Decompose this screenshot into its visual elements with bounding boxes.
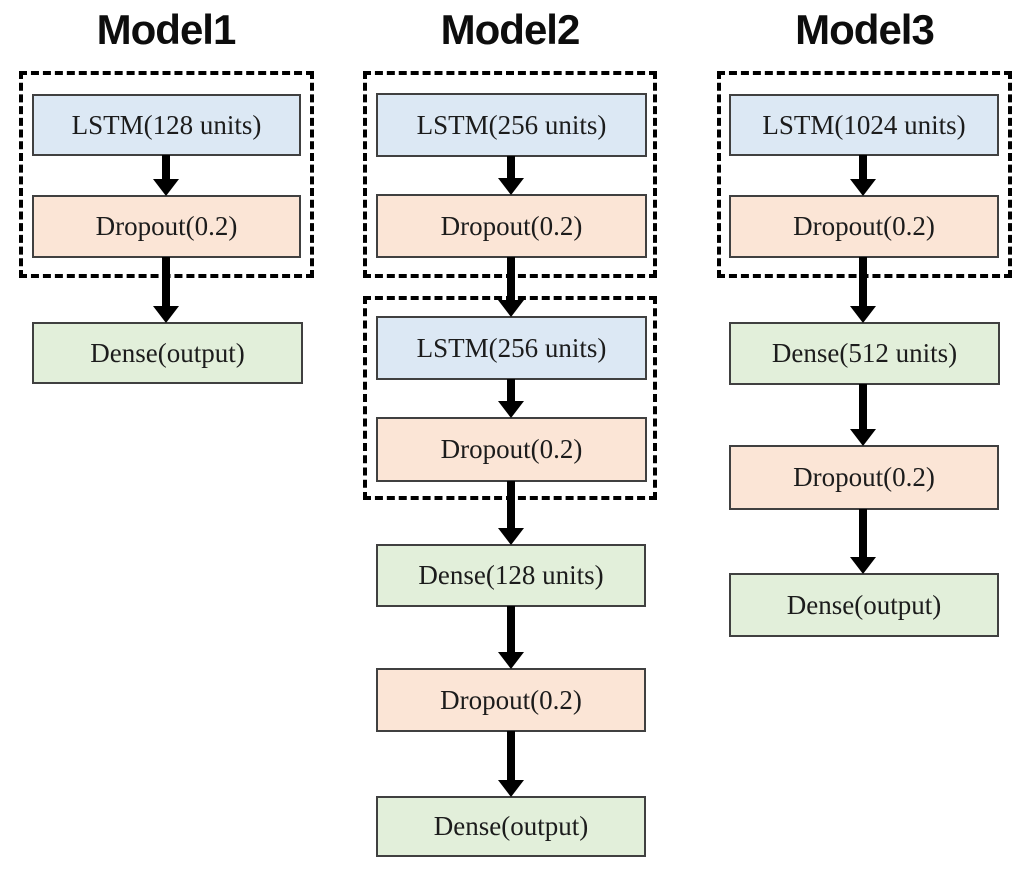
down-arrow [498,156,524,195]
arrow-head [850,179,876,196]
down-arrow [498,731,524,797]
model2-layer-dropout-2: Dropout(0.2) [376,417,647,482]
arrow-stem [507,481,515,528]
down-arrow [498,379,524,418]
model3-layer-lstm: LSTM(1024 units) [729,94,999,156]
model3-layer-dropout-1: Dropout(0.2) [729,195,999,258]
model3-title: Model3 [795,6,935,53]
arrow-stem [507,379,515,401]
arrow-head [850,557,876,574]
model1-title: Model1 [96,6,237,53]
down-arrow [850,155,876,196]
arrow-head [498,401,524,418]
arrow-stem [162,257,170,306]
arrow-stem [162,155,170,179]
arrow-stem [507,606,515,652]
model2-title: Model2 [440,6,581,53]
model1-layer-dropout: Dropout(0.2) [32,195,301,258]
model2-layer-dense-128: Dense(128 units) [376,544,646,607]
model2-layer-lstm-1: LSTM(256 units) [376,93,647,157]
arrow-head [498,528,524,545]
arrow-stem [859,509,867,557]
arrow-stem [507,731,515,780]
arrow-head [850,429,876,446]
model2-layer-dropout-3: Dropout(0.2) [376,668,646,732]
arrow-stem [859,155,867,179]
arrow-head [498,652,524,669]
arrow-head [153,306,179,323]
down-arrow [498,257,524,317]
arrow-stem [507,257,515,300]
arrow-stem [859,257,867,306]
model1-layer-dense-output: Dense(output) [32,322,303,384]
model2-layer-dropout-1: Dropout(0.2) [376,194,647,258]
down-arrow [850,257,876,323]
down-arrow [153,257,179,323]
arrow-head [153,179,179,196]
arrow-stem [859,384,867,429]
model3-layer-dropout-2: Dropout(0.2) [729,445,999,510]
down-arrow [498,606,524,669]
model1-layer-lstm: LSTM(128 units) [32,94,301,156]
down-arrow [153,155,179,196]
arrow-stem [507,156,515,178]
arrow-head [498,780,524,797]
down-arrow [850,509,876,574]
model3-layer-dense-512: Dense(512 units) [729,322,1000,385]
down-arrow [498,481,524,545]
arrow-head [498,300,524,317]
model2-layer-lstm-2: LSTM(256 units) [376,316,647,380]
down-arrow [850,384,876,446]
model3-layer-dense-output: Dense(output) [729,573,999,637]
arrow-head [498,178,524,195]
arrow-head [850,306,876,323]
model2-layer-dense-output: Dense(output) [376,796,646,857]
